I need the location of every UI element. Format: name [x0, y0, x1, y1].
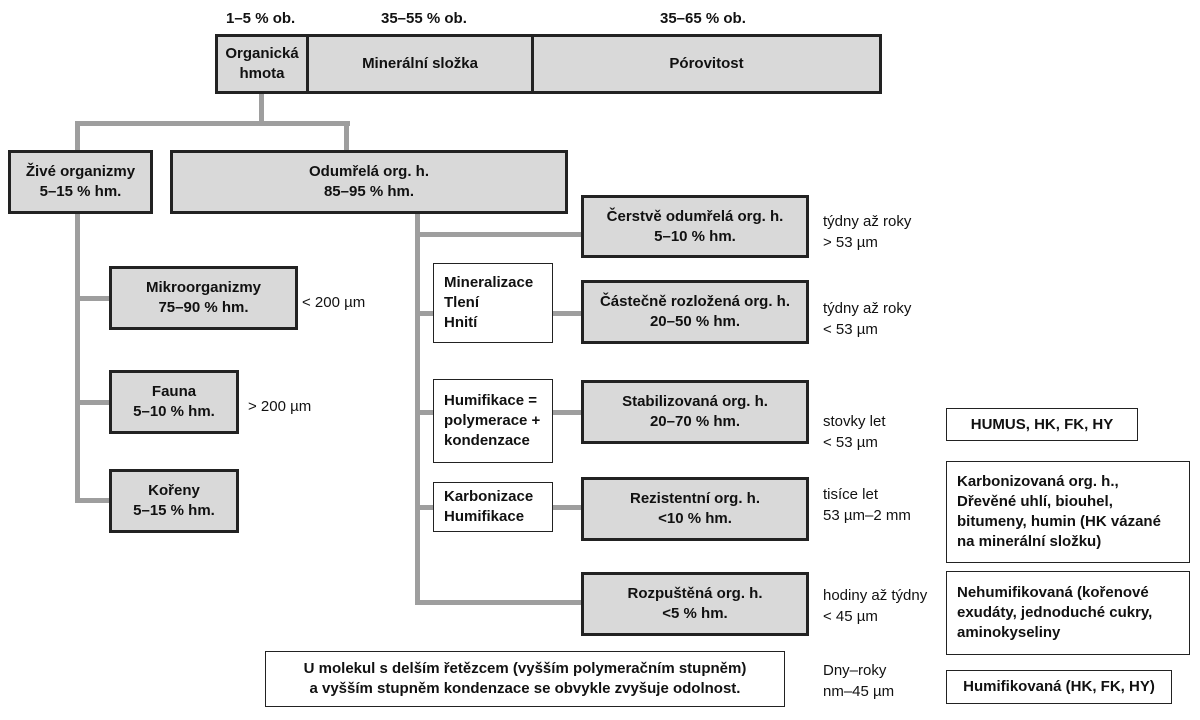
dissolved-organic-matter-time: hodiny až týdny < 45 µm	[823, 587, 928, 625]
pores-percent: 35–65 % ob.	[660, 10, 746, 27]
organic-matter-box: Organická hmota	[215, 34, 309, 94]
mineral-component-box: Minerální složka	[306, 34, 534, 94]
dead-organic-matter-box: Odumřelá org. h. 85–95 % hm.	[170, 150, 568, 214]
connector-line	[75, 296, 111, 301]
connector-line	[75, 400, 111, 405]
mineralization-process-box: Mineralizace Tlení Hnití	[433, 263, 553, 343]
range-note: Dny–roky nm–45 µm	[823, 662, 895, 700]
living-organisms-box: Živé organizmy 5–15 % hm.	[8, 150, 153, 214]
fresh-organic-matter-time: týdny až roky > 53 µm	[823, 213, 912, 251]
molecule-note-box: U molekul s delším řetězcem (vyšším poly…	[265, 651, 785, 707]
carbonized-note-box: Karbonizovaná org. h., Dřevěné uhlí, bio…	[946, 461, 1190, 563]
fresh-organic-matter-box: Čerstvě odumřelá org. h. 5–10 % hm.	[581, 195, 809, 258]
connector-line	[344, 121, 349, 153]
humus-note-box: HUMUS, HK, FK, HY	[946, 408, 1138, 441]
dissolved-organic-matter-box: Rozpuštěná org. h. <5 % hm.	[581, 572, 809, 636]
partially-decomposed-time: týdny až roky < 53 µm	[823, 300, 912, 338]
fauna-size: > 200 µm	[248, 398, 312, 415]
connector-line	[75, 121, 350, 126]
connector-line	[415, 600, 583, 605]
carbonization-process-box: Karbonizace Humifikace	[433, 482, 553, 532]
roots-box: Kořeny 5–15 % hm.	[109, 469, 239, 533]
connector-line	[75, 213, 80, 501]
porosity-box: Pórovitost	[531, 34, 882, 94]
stabilized-organic-matter-box: Stabilizovaná org. h. 20–70 % hm.	[581, 380, 809, 444]
resistant-organic-matter-time: tisíce let 53 µm–2 mm	[823, 486, 911, 524]
resistant-organic-matter-box: Rezistentní org. h. <10 % hm.	[581, 477, 809, 541]
partially-decomposed-box: Částečně rozložená org. h. 20–50 % hm.	[581, 280, 809, 344]
humified-note-box: Humifikovaná (HK, FK, HY)	[946, 670, 1172, 704]
connector-line	[75, 121, 80, 153]
microorganisms-size: < 200 µm	[302, 294, 366, 311]
organic-percent: 1–5 % ob.	[226, 10, 296, 27]
connector-line	[415, 232, 583, 237]
connector-line	[75, 498, 111, 503]
microorganisms-box: Mikroorganizmy 75–90 % hm.	[109, 266, 298, 330]
connector-line	[259, 92, 264, 124]
mineral-percent: 35–55 % ob.	[381, 10, 467, 27]
connector-line	[415, 211, 420, 605]
nonhumified-note-box: Nehumifikovaná (kořenové exudáty, jednod…	[946, 571, 1190, 655]
humification-process-box: Humifikace = polymerace + kondenzace	[433, 379, 553, 463]
fauna-box: Fauna 5–10 % hm.	[109, 370, 239, 434]
stabilized-organic-matter-time: stovky let < 53 µm	[823, 413, 886, 451]
